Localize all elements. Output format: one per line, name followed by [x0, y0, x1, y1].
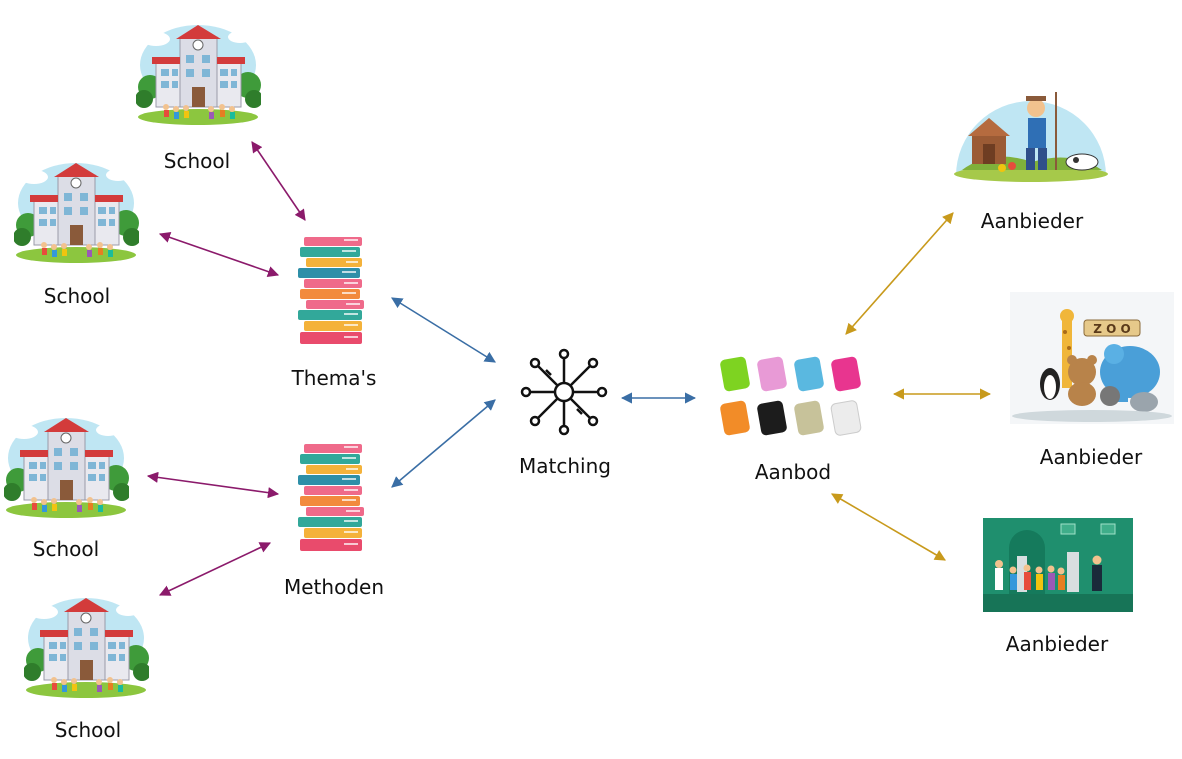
- matching-node[interactable]: [518, 346, 610, 438]
- aanbieder-label-2: Aanbieder: [1039, 445, 1143, 469]
- farmer-icon: [954, 92, 1108, 182]
- themas-node[interactable]: [296, 235, 368, 347]
- aanbieder-label-1: Aanbieder: [980, 209, 1084, 233]
- aanbieder-node-3[interactable]: [983, 518, 1133, 612]
- school-building-icon: [4, 410, 129, 520]
- methoden-node[interactable]: [296, 442, 368, 554]
- arrow-aanbod-aanbieder3: [831, 493, 946, 561]
- book-stack-icon: [296, 442, 368, 554]
- aanbieder-node-2[interactable]: Z O O: [1010, 292, 1174, 424]
- arrow-school1-themas: [251, 141, 306, 221]
- school-node-4[interactable]: [24, 590, 149, 700]
- school-building-icon: [136, 16, 261, 128]
- colored-books-icon: [720, 356, 862, 436]
- aanbod-label: Aanbod: [754, 460, 832, 484]
- aanbieder-label-3: Aanbieder: [1005, 632, 1109, 656]
- school-node-1[interactable]: [136, 16, 261, 128]
- zoo-icon: Z O O: [1010, 292, 1174, 424]
- school-label-3: School: [32, 537, 100, 561]
- school-node-2[interactable]: [14, 155, 139, 265]
- school-label-1: School: [163, 149, 231, 173]
- arrow-school3-methoden: [146, 471, 280, 499]
- arrow-school2-themas: [158, 232, 280, 277]
- school-label-4: School: [54, 718, 122, 742]
- svg-text:Z O O: Z O O: [1093, 322, 1130, 336]
- aanbieder-node-1[interactable]: [952, 78, 1110, 182]
- museum-tour-icon: [983, 518, 1133, 612]
- network-hub-icon: [520, 348, 608, 436]
- school-building-icon: [24, 590, 149, 700]
- school-building-icon: [14, 155, 139, 265]
- school-node-3[interactable]: [4, 410, 129, 520]
- matching-label: Matching: [519, 454, 611, 478]
- arrow-methoden-matching: [391, 399, 496, 488]
- book-stack-icon: [296, 235, 368, 347]
- arrow-aanbod-aanbieder1: [845, 212, 954, 335]
- methoden-label: Methoden: [284, 575, 384, 599]
- aanbod-node[interactable]: [716, 352, 870, 442]
- school-label-2: School: [43, 284, 111, 308]
- arrow-themas-matching: [391, 297, 496, 363]
- themas-label: Thema's: [291, 366, 377, 390]
- arrow-school4-methoden: [158, 542, 272, 596]
